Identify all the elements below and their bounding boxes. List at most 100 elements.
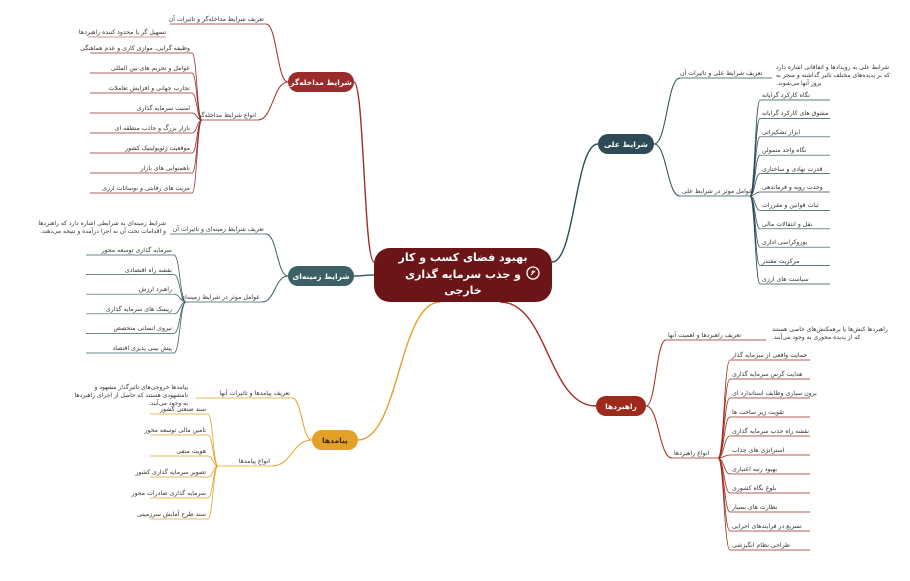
consequences-item[interactable]: تصویر سرمایه گذاری کشور — [135, 469, 206, 476]
consequences-types-link — [271, 439, 313, 467]
intervening-item[interactable]: مزیت های رقابتی و نوسانات ارزی — [102, 185, 190, 192]
intervening-def-label[interactable]: تعریف شرایط مداخله‌گر و تاثیرات آن — [168, 16, 264, 23]
topic-causal-conditions[interactable]: شرایط علی — [598, 134, 654, 154]
contextual-item[interactable]: نقشه راه اقتصادی — [125, 266, 172, 274]
strategies-item[interactable]: نقشه راه جذب سرمایه گذاری — [732, 428, 809, 435]
intervening-item[interactable]: تجارب جهانی و افزایش تعاملات — [108, 85, 190, 92]
branch-strategies — [499, 301, 597, 407]
causal-def-label[interactable]: تعریف شرایط علی و تاثیرات آن — [680, 70, 763, 77]
consequences-item[interactable]: هویت منفی — [176, 448, 206, 455]
strategies-def-link — [645, 339, 667, 407]
contextual-item[interactable]: سرمایه گذاری توسعه محور — [101, 247, 172, 254]
intervening-item-link — [191, 119, 203, 174]
causal-item-link — [749, 195, 761, 266]
strategies-item[interactable]: برون سپاری وظایف استاندارد ای — [732, 390, 817, 397]
topic-intervening-conditions[interactable]: شرایط مداخله‌گر — [288, 72, 354, 92]
causal-item[interactable]: وحدت رویه و فرماندهی — [762, 184, 823, 191]
intervening-types-label[interactable]: انواع شرایط مداخله‌گر — [198, 112, 256, 119]
causal-item[interactable]: مشوق های کارکرد گرایانه — [762, 110, 829, 118]
consequences-item[interactable]: سند صنعتی کشور — [159, 406, 206, 413]
topic-consequences-label: پیامدها — [322, 435, 348, 445]
causal-factors-label[interactable]: عوامل موثر در شرایط علی — [682, 188, 753, 195]
causal-item-link — [749, 154, 761, 197]
intervening-item-link — [191, 72, 203, 121]
central-topic[interactable]: بهبود فضای کسب و کار و جذب سرمایه گذاری … — [374, 248, 552, 302]
branch-causal — [551, 143, 599, 263]
causal-item[interactable]: بوروکراسی اداری — [762, 239, 808, 247]
intervening-item[interactable]: عوامل و تحریم های بین المللی — [110, 65, 190, 72]
strategies-item[interactable]: نظارت های بسیار — [732, 504, 778, 511]
causal-item[interactable]: نگاه واحد متمولن — [762, 147, 807, 155]
strategies-item[interactable]: تسریع در فرایندهای اجرایی — [732, 523, 802, 530]
strategies-item[interactable]: حمایت واقعی از سرمایه گذار — [732, 352, 808, 359]
intervening-item[interactable]: بازار بزرگ و جاذب منطقه ای — [114, 125, 190, 132]
causal-item[interactable]: مرکزیت مقتدر — [762, 257, 800, 265]
intervening-item-link — [191, 92, 203, 121]
intervening-item[interactable]: ناهمنوایی های بازار — [140, 165, 190, 172]
contextual-def-text[interactable]: شرایط زمینه‌ای به شرایطی اشاره دارد که ر… — [38, 220, 166, 236]
contextual-def-link — [265, 233, 289, 277]
consequences-item[interactable]: سرمایه گذاری صادرات محور — [131, 490, 206, 497]
contextual-item-link — [173, 301, 187, 354]
intervening-item[interactable]: وظیفه گرایی، موازی کاری و عدم هماهنگی — [80, 45, 190, 52]
strategies-item[interactable]: بهبود رتبه اعتباری — [732, 466, 778, 473]
causal-item[interactable]: قدرت نهادی و ساختاری — [762, 165, 823, 173]
strategies-item[interactable]: هدایت گرس سرمایه گذاری — [732, 371, 803, 378]
consequences-item-link — [207, 434, 219, 467]
consequences-item[interactable]: سند طرح آمایش سرزمینی — [137, 511, 206, 518]
contextual-item[interactable]: پیش بینی پذیری اقتصاد — [112, 345, 173, 352]
causal-item[interactable]: ابزار تشکیراتی — [762, 128, 801, 136]
causal-item[interactable]: ثبات قوانین و مقررات — [762, 202, 819, 210]
strategies-def-text[interactable]: راهبردها کنش‌ها یا برهمکنش‌های خاصی هستن… — [772, 326, 888, 342]
strategies-types-label[interactable]: انواع راهبردها — [674, 450, 710, 457]
topic-consequences[interactable]: پیامدها — [312, 430, 358, 450]
causal-item-link — [749, 173, 761, 197]
causal-item[interactable]: نقل و انتقالات مالی — [762, 220, 813, 228]
causal-item-link — [749, 195, 761, 285]
consequences-def-label[interactable]: تعریف پیامدها و تاثیرات آنها — [219, 390, 290, 397]
strategies-item-link — [717, 359, 731, 459]
strategies-item[interactable]: طراحی نظام انگیزشی — [732, 542, 790, 549]
consequences-item[interactable]: تامین مالی توسعه محور — [144, 427, 206, 434]
intervening-item[interactable]: امنیت سرمایه گذاری — [136, 105, 190, 112]
central-topic-label: بهبود فضای کسب و کار و جذب سرمایه گذاری … — [398, 251, 528, 298]
intervening-item-link — [191, 52, 203, 121]
topic-strategies[interactable]: راهبردها — [596, 396, 646, 416]
strategies-item[interactable]: استراتژی های جذاب — [732, 447, 785, 454]
strategies-item[interactable]: تقویت زیر ساخت ها — [732, 409, 784, 416]
strategies-item-link — [717, 454, 731, 459]
causal-item[interactable]: سیاست های ارزی — [762, 276, 809, 283]
strategies-item-link — [717, 435, 731, 459]
intervening-def-text[interactable]: تسهیل گر یا محدود کننده راهبردها — [78, 29, 166, 36]
consequences-types-label[interactable]: انواع پیامدها — [238, 458, 270, 465]
contextual-def-label[interactable]: تعریف شرایط زمینه‌ای و تاثیرات آن — [172, 226, 264, 233]
contextual-factors-label[interactable]: عوامل موثر در شرایط زمینه‌ای — [180, 294, 260, 301]
intervening-types-link — [257, 81, 289, 121]
contextual-item[interactable]: نیروی انسانی متخصص — [113, 325, 172, 333]
strategies-item-link — [717, 416, 731, 459]
causal-def-text[interactable]: شرایط علی به رویدادها و اتفاقاتی اشاره د… — [776, 64, 890, 88]
causal-def-link — [653, 77, 681, 145]
strategies-item-link — [717, 457, 731, 551]
topic-strategies-label: راهبردها — [605, 401, 637, 411]
contextual-item-link — [173, 274, 187, 303]
topic-causal-label: شرایط علی — [604, 139, 648, 149]
contextual-item-link — [173, 254, 187, 303]
consequences-def-text[interactable]: پیامدها خروجی‌های تاثیرگذار مشهود و نامش… — [74, 384, 188, 408]
consequences-item-link — [207, 465, 219, 520]
contextual-item[interactable]: ریسک های سرمایه گذاری — [105, 305, 172, 313]
contextual-item[interactable]: راهبرد ارزش — [138, 286, 172, 294]
topic-contextual-conditions[interactable]: شرایط زمینه‌ای — [288, 266, 354, 286]
causal-item-link — [749, 99, 761, 197]
contextual-factors-link — [261, 275, 289, 303]
contextual-item-link — [173, 293, 187, 303]
topic-intervening-label: شرایط مداخله‌گر — [290, 77, 352, 87]
strategies-def-label[interactable]: تعریف راهبردها و اهمیت آنها — [668, 332, 741, 339]
strategies-item[interactable]: بلوغ نگاه کشوری — [732, 485, 777, 492]
intervening-item[interactable]: موقعیت ژئوپولیتیک کشور — [125, 145, 190, 152]
strategies-types-link — [645, 405, 673, 459]
causal-factors-link — [653, 143, 681, 197]
causal-item[interactable]: نگاه کارکرد گرایانه — [762, 92, 810, 99]
